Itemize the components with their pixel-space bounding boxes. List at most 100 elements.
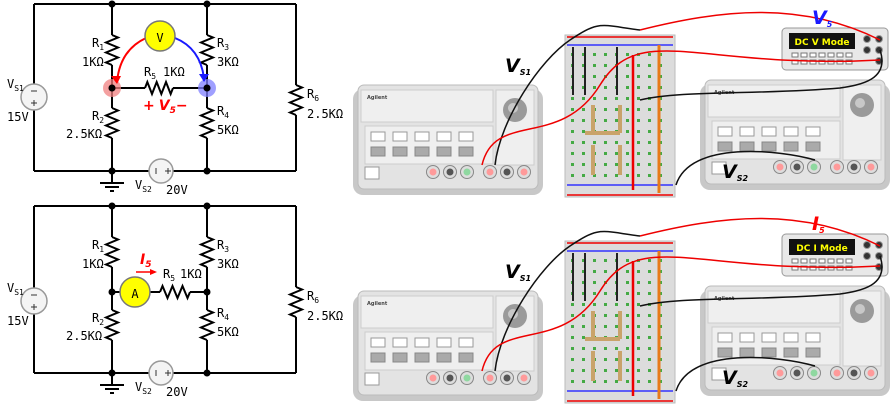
multimeter-button[interactable] [809,59,817,65]
function-button[interactable] [761,126,777,137]
function-button[interactable] [370,337,386,348]
function-button[interactable] [392,337,408,348]
multimeter-button[interactable] [827,52,835,58]
r5-value: 1KΩ [163,65,185,79]
function-button[interactable] [783,332,799,343]
r1-label: R1 [92,36,104,52]
multimeter-button[interactable] [800,258,808,264]
multimeter-button[interactable] [818,52,826,58]
multimeter-button[interactable] [800,265,808,271]
function-button[interactable] [717,347,733,358]
function-button[interactable] [805,347,821,358]
multimeter-button[interactable] [836,258,844,264]
multimeter-button[interactable] [809,52,817,58]
multimeter-button[interactable] [827,258,835,264]
input-jack[interactable] [863,46,871,54]
brand-logo: Agilent [367,95,388,101]
label-main: R [217,306,225,320]
function-button[interactable] [458,352,474,363]
multimeter-button[interactable] [800,52,808,58]
multimeter-button[interactable] [845,265,853,271]
r1-label: R1 [92,238,104,254]
function-button[interactable] [761,347,777,358]
function-button[interactable] [739,332,755,343]
breadboard-hole [648,141,651,144]
input-jack[interactable] [863,35,871,43]
breadboard-hole [626,314,629,317]
function-button[interactable] [436,352,452,363]
function-button[interactable] [717,141,733,152]
function-button[interactable] [783,347,799,358]
terminal-post [429,168,437,176]
function-button[interactable] [414,131,430,142]
multimeter-button[interactable] [836,52,844,58]
resistor-r5 [144,79,174,97]
function-button[interactable] [739,347,755,358]
multimeter-button[interactable] [809,258,817,264]
power-switch[interactable] [711,367,727,381]
breadboard-hole [615,152,618,155]
multimeter-button[interactable] [845,59,853,65]
function-button[interactable] [739,126,755,137]
function-button[interactable] [739,141,755,152]
breadboard-hole [604,141,607,144]
function-button[interactable] [458,337,474,348]
function-button[interactable] [761,332,777,343]
function-button[interactable] [436,131,452,142]
label-main: V [7,77,14,91]
multimeter-button[interactable] [791,52,799,58]
function-button[interactable] [436,146,452,157]
breadboard-hole [637,270,640,273]
function-button[interactable] [370,131,386,142]
multimeter-button[interactable] [845,52,853,58]
function-button[interactable] [414,337,430,348]
multimeter-button[interactable] [791,258,799,264]
function-button[interactable] [370,352,386,363]
function-button[interactable] [761,141,777,152]
function-button[interactable] [717,126,733,137]
function-button[interactable] [436,337,452,348]
function-button[interactable] [805,126,821,137]
multimeter-button[interactable] [809,265,817,271]
function-button[interactable] [458,131,474,142]
function-button[interactable] [392,146,408,157]
breadboard-hole [637,347,640,350]
function-button[interactable] [392,352,408,363]
function-button[interactable] [805,141,821,152]
input-jack[interactable] [863,241,871,249]
function-button[interactable] [414,146,430,157]
multimeter-button[interactable] [800,59,808,65]
vs1-value: 15V [7,314,29,328]
multimeter-button[interactable] [845,258,853,264]
voltage-source-vs1 [20,287,48,315]
label-subscript: 6 [314,94,319,103]
breadboard-hole [604,86,607,89]
function-button[interactable] [783,141,799,152]
function-button[interactable] [458,146,474,157]
breadboard [564,34,676,198]
function-button[interactable] [414,352,430,363]
breadboard-hole [582,259,585,262]
r5-label: R5 [144,65,156,81]
wire-black-meter [639,49,883,101]
label-subscript: S2 [142,387,152,396]
breadboard-hole [626,358,629,361]
power-switch[interactable] [364,166,380,180]
r2-value: 2.5KΩ [66,127,102,141]
breadboard-hole [582,336,585,339]
function-button[interactable] [805,332,821,343]
terminal-post [850,163,858,171]
function-button[interactable] [783,126,799,137]
power-switch[interactable] [711,161,727,175]
power-switch[interactable] [364,372,380,386]
function-button[interactable] [717,332,733,343]
resistor-r5 [159,283,191,301]
breadboard-hole [637,163,640,166]
multimeter-button[interactable] [818,258,826,264]
function-button[interactable] [370,146,386,157]
breadboard-hole [626,163,629,166]
input-jack[interactable] [863,252,871,260]
breadboard-hole [626,174,629,177]
psu-display-area [360,295,494,329]
function-button[interactable] [392,131,408,142]
